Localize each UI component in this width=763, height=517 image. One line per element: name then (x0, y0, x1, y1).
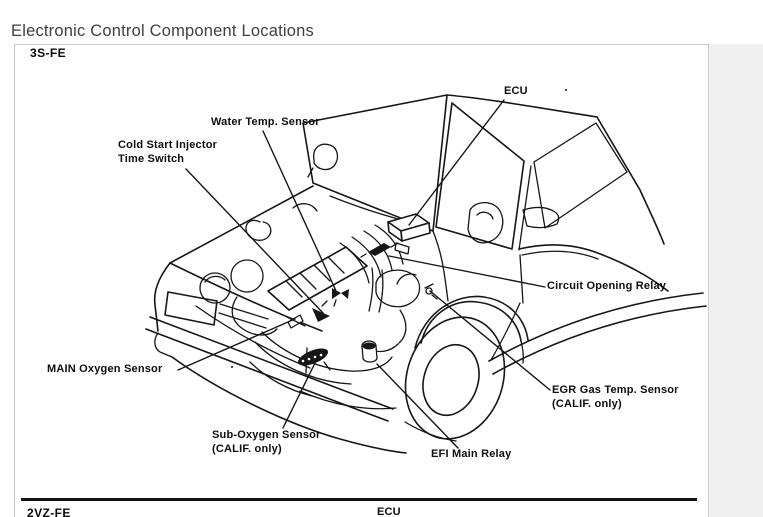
leader-main-oxygen (177, 318, 296, 371)
sub-oxygen-glyph (297, 348, 331, 371)
wheel-arch-inner (420, 300, 522, 344)
roof-line (446, 94, 598, 118)
c-pillar (596, 116, 665, 245)
water-temp-sensor-glyph (332, 288, 349, 307)
leader-ecu (408, 99, 505, 226)
front-corner (153, 262, 171, 332)
label-main-oxygen-sensor: MAIN Oxygen Sensor (47, 363, 163, 375)
cold-start-glyph (312, 300, 330, 322)
wheel-rim (422, 343, 480, 417)
bumper-top (149, 316, 394, 410)
door-blob (467, 201, 504, 244)
label-efi-main-relay: EFI Main Relay (431, 448, 512, 460)
bay-front-rim (169, 262, 323, 332)
egr-glyph (424, 283, 438, 300)
page-margin (709, 44, 763, 517)
circuit-opening-relay-glyph (360, 242, 399, 258)
label-circuit-opening-relay: Circuit Opening Relay (547, 280, 667, 292)
label-water-temp-sensor: Water Temp. Sensor (211, 116, 320, 128)
scan-speck (231, 366, 233, 368)
section-label-3sfe: 3S-FE (30, 46, 67, 60)
rear-door-handle (522, 206, 560, 229)
diagram-panel (14, 44, 709, 517)
ecu-box (387, 213, 431, 255)
leader-efi-main-relay (376, 363, 459, 449)
section-label-2vzfe: 2VZ-FE (27, 506, 71, 517)
beltline (518, 244, 669, 292)
leader-sub-oxygen (282, 362, 316, 429)
scan-speck (565, 89, 567, 91)
page-title: Electronic Control Component Locations (11, 22, 314, 40)
tire (404, 316, 506, 440)
component-glyphs (231, 89, 567, 371)
leader-circuit-opening-relay (388, 255, 546, 288)
label-cold-start-injector: Cold Start Injector Time Switch (118, 139, 218, 165)
grille-line-2 (218, 312, 267, 329)
leader-water-temp (262, 130, 338, 294)
leader-lines (177, 99, 551, 449)
rocker-line-1 (488, 292, 704, 362)
front-door-window (435, 102, 525, 250)
section-divider (21, 498, 697, 501)
valve-cover (267, 246, 368, 311)
leader-cold-start (185, 168, 324, 314)
bay-left-rim (169, 185, 314, 264)
windshield (302, 94, 448, 232)
main-oxygen-glyph (286, 314, 306, 329)
leader-egr (429, 290, 551, 391)
side-mirror (313, 143, 339, 171)
efi-relay-glyph (361, 340, 378, 363)
bumper-bottom (171, 356, 407, 454)
rear-quarter-window (533, 122, 628, 229)
label-ecu: ECU (504, 85, 528, 97)
door-front-edge (519, 254, 524, 304)
headlight (164, 291, 218, 326)
grille-line-1 (219, 303, 269, 320)
wheel-arch-outer (414, 295, 529, 349)
fog-notch (154, 332, 173, 358)
b-pillar (518, 165, 532, 251)
rocker-line-2 (492, 305, 707, 375)
car-outline (145, 94, 707, 454)
label-sub-oxygen-sensor: Sub-Oxygen Sensor (CALIF. only) (212, 429, 321, 455)
label-egr-gas-temp-sensor: EGR Gas Temp. Sensor (CALIF. only) (552, 384, 679, 410)
label-ecu-next-section: ECU (377, 506, 401, 517)
